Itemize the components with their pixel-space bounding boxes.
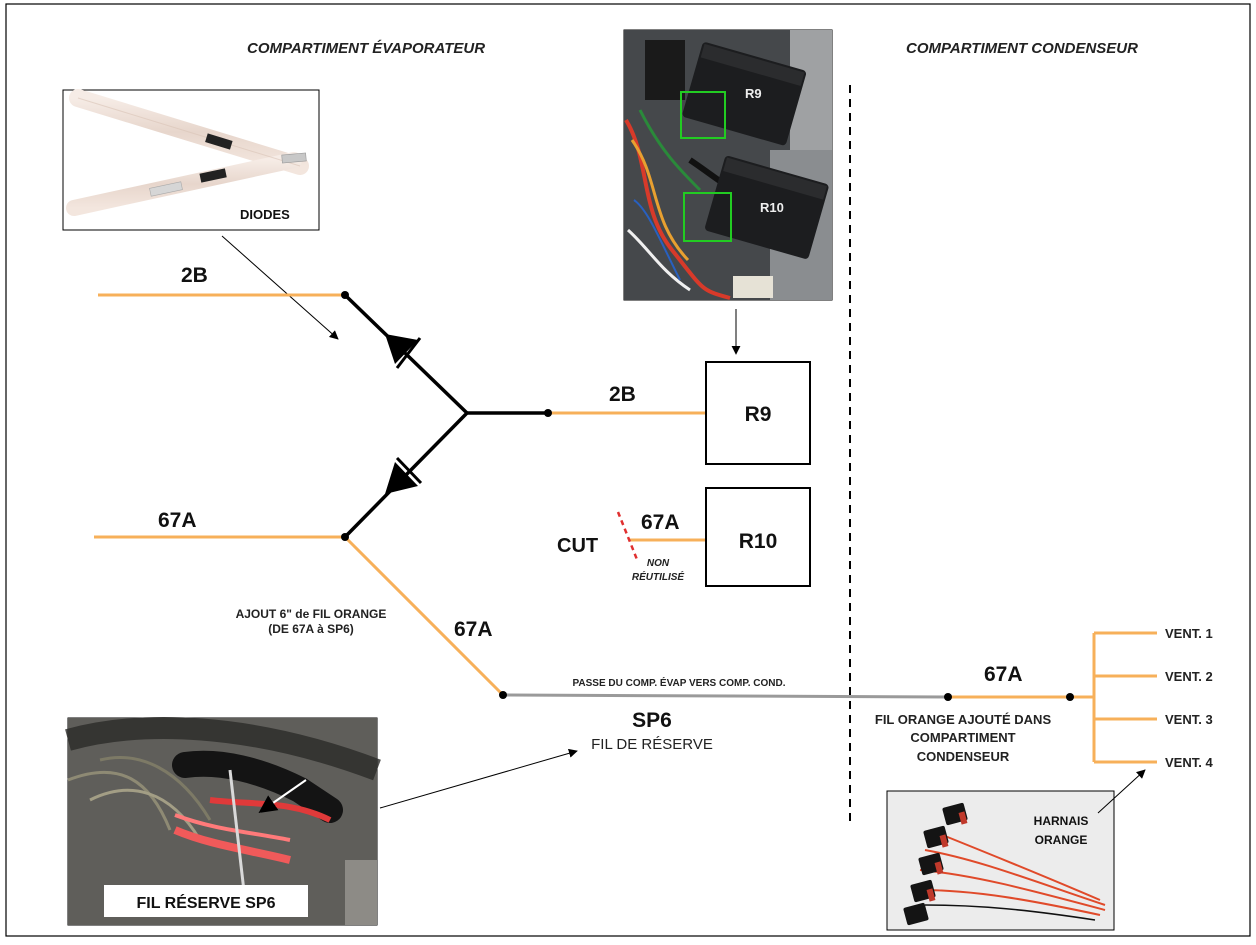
diode-wires — [343, 293, 548, 539]
diodes-arrow — [221, 235, 339, 340]
vent-3-label: VENT. 3 — [1165, 712, 1213, 727]
non-reused-line1: NON — [647, 558, 670, 569]
condenser-header: COMPARTIMENT CONDENSEUR — [906, 40, 1138, 57]
cut-mark — [616, 511, 640, 563]
diode-top-symbol — [385, 334, 422, 369]
relay-r9-label: R9 — [745, 403, 772, 426]
vent-1-label: VENT. 1 — [1165, 626, 1213, 641]
diodes-caption: DIODES — [240, 207, 290, 222]
cut-label: CUT — [557, 535, 598, 557]
spare-wire-label: FIL DE RÉSERVE — [591, 736, 713, 753]
relay-photo-r10-label: R10 — [760, 200, 784, 215]
r9-highlight-box — [680, 91, 726, 139]
harness-caption-line2: ORANGE — [1035, 833, 1088, 847]
harness-arrow — [1097, 769, 1146, 814]
condenser-note-line1: FIL ORANGE AJOUTÉ DANS — [875, 712, 1052, 727]
spare-wire-photo: FIL RÉSERVE SP6 — [65, 717, 381, 926]
outer-frame — [5, 3, 1251, 937]
harness-caption-line1: HARNAIS — [1034, 814, 1089, 828]
diode-bottom-symbol — [385, 456, 423, 494]
vent-2-label: VENT. 2 — [1165, 669, 1213, 684]
sp6-label: SP6 — [632, 709, 672, 732]
wire-label-2b-r9: 2B — [609, 383, 636, 406]
evaporator-header: COMPARTIMENT ÉVAPORATEUR — [247, 40, 485, 57]
spare-wire-photo-arrow — [379, 748, 578, 809]
non-reused-line2: RÉUTILISÉ — [632, 570, 685, 583]
wire-label-2b-input: 2B — [181, 264, 208, 287]
wire-label-67a-diagonal: 67A — [454, 618, 493, 641]
harness-photo: HARNAIS ORANGE — [886, 790, 1115, 931]
relay-photo-r9-label: R9 — [745, 86, 762, 101]
orange-wires — [94, 293, 1157, 764]
wire-label-67a-r10: 67A — [641, 511, 680, 534]
junction-dots — [341, 291, 1074, 701]
relay-photo: R9 R10 — [623, 29, 833, 301]
spare-wire-sp6 — [502, 693, 949, 699]
relay-r9: R9 — [705, 361, 811, 465]
wire-label-67a-input: 67A — [158, 509, 197, 532]
r10-highlight-box — [683, 192, 732, 242]
condenser-note-line3: CONDENSEUR — [917, 749, 1010, 764]
spare-wire-photo-caption: FIL RÉSERVE SP6 — [136, 893, 275, 912]
wire-label-67a-condenser: 67A — [984, 663, 1023, 686]
pass-through-label: PASSE DU COMP. ÉVAP VERS COMP. COND. — [572, 676, 785, 689]
relay-r10: R10 — [705, 487, 811, 587]
added-wire-note-line2: (DE 67A à SP6) — [268, 622, 354, 636]
added-wire-note-line1: AJOUT 6" de FIL ORANGE — [236, 607, 387, 621]
diodes-photo: DIODES — [62, 89, 320, 231]
vent-4-label: VENT. 4 — [1165, 755, 1213, 770]
condenser-note-line2: COMPARTIMENT — [910, 730, 1015, 745]
spare-wire-photo-pointer — [258, 779, 307, 814]
relay-r10-label: R10 — [739, 530, 778, 553]
